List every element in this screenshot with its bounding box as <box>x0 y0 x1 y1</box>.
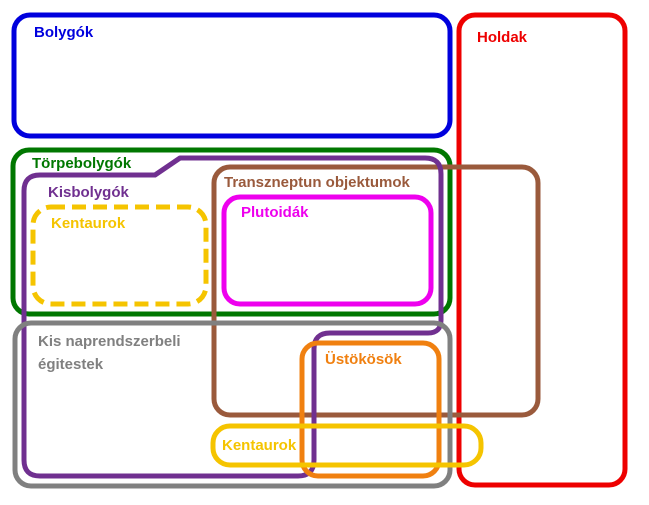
set-kis-naprendszer-label-line1: Kis naprendszerbeli <box>38 333 181 350</box>
set-holdak-label: Holdak <box>477 29 528 46</box>
set-bolygok-label: Bolygók <box>34 24 94 41</box>
set-torpebolygok-label: Törpebolygók <box>32 155 132 172</box>
set-torpebolygok-outline <box>10 147 453 317</box>
set-kentaurok-2-outline <box>210 423 484 468</box>
set-transzneptun-label: Transzneptun objektumok <box>224 174 411 191</box>
set-kentaurok-2-label: Kentaurok <box>222 437 297 454</box>
set-kentaurok-1-label: Kentaurok <box>51 215 126 232</box>
set-transzneptun-outline <box>211 164 541 418</box>
set-kis-naprendszer-label-line2: égitestek <box>38 356 104 373</box>
set-ustokosok-label: Üstökösök <box>325 351 402 368</box>
set-plutoidak-outline <box>221 194 434 307</box>
set-plutoidak-label: Plutoidák <box>241 204 309 221</box>
set-holdak-outline <box>456 12 628 488</box>
set-kisbolygok-label: Kisbolygók <box>48 184 130 201</box>
set-kisbolygok-outline <box>21 155 444 479</box>
set-ustokosok-outline <box>299 340 442 479</box>
set-kis-naprendszer-outline <box>12 320 453 489</box>
set-bolygok-outline <box>11 12 453 139</box>
set-kentaurok-1-outline <box>30 204 209 307</box>
